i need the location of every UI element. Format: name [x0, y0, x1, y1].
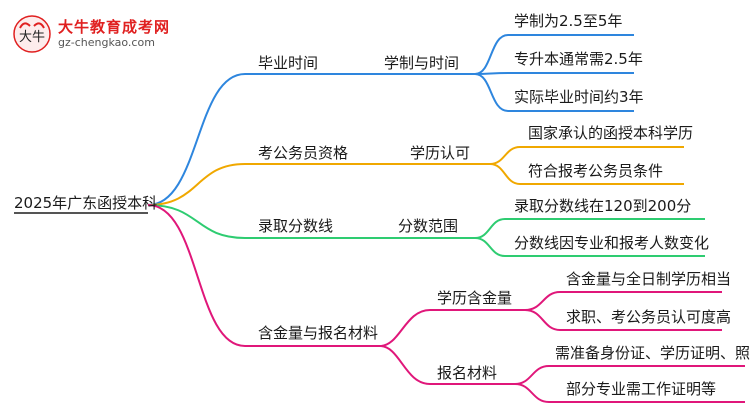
- root-node[interactable]: 2025年广东函授本科: [14, 194, 158, 212]
- leaf-connector: [514, 365, 550, 385]
- branch-connector: [147, 163, 246, 206]
- branch-connector: [147, 204, 246, 239]
- leaf-connector: [474, 218, 506, 239]
- sub-duration[interactable]: 学制与时间: [384, 54, 460, 72]
- leaf-item[interactable]: 专升本通常需2.5年: [514, 50, 643, 68]
- sub-connector: [379, 309, 431, 347]
- branch-admission-score[interactable]: 录取分数线: [258, 217, 334, 235]
- logo-title: 大牛教育成考网: [58, 18, 171, 36]
- leaf-item[interactable]: 求职、考公务员认可度高: [566, 308, 732, 326]
- sub-recognition[interactable]: 学历认可: [410, 144, 471, 162]
- leaf-item[interactable]: 含金量与全日制学历相当: [566, 270, 732, 288]
- leaf-item[interactable]: 部分专业需工作证明等: [566, 380, 717, 398]
- sub-degree-value[interactable]: 学历含金量: [437, 289, 513, 307]
- logo-mark-text: 大牛: [19, 30, 45, 45]
- sub-score-range[interactable]: 分数范围: [398, 217, 459, 235]
- site-logo[interactable]: 大牛 大牛教育成考网 gz-chengkao.com: [12, 14, 212, 54]
- leaf-connector: [514, 383, 550, 403]
- leaf-connector: [524, 291, 561, 311]
- leaf-connector: [474, 72, 509, 75]
- leaf-item[interactable]: 符合报考公务员条件: [528, 162, 664, 180]
- branch-connector: [147, 204, 246, 347]
- branch-civil-service[interactable]: 考公务员资格: [258, 144, 349, 162]
- leaf-connector: [489, 163, 521, 185]
- branch-value-materials[interactable]: 含金量与报名材料: [258, 324, 379, 342]
- leaf-item[interactable]: 学制为2.5至5年: [514, 12, 623, 30]
- leaf-connector: [474, 73, 509, 112]
- branch-graduation-time[interactable]: 毕业时间: [258, 54, 319, 72]
- bull-logo-icon: 大牛: [13, 15, 51, 53]
- leaf-item[interactable]: 分数线因专业和报考人数变化: [514, 234, 710, 252]
- leaf-item[interactable]: 需准备身份证、学历证明、照片: [555, 344, 750, 362]
- sub-materials[interactable]: 报名材料: [437, 364, 498, 382]
- leaf-connector: [489, 146, 521, 165]
- leaf-connector: [474, 237, 506, 257]
- sub-connector: [379, 345, 431, 385]
- branch-connector: [147, 73, 246, 206]
- leaf-connector: [474, 34, 509, 75]
- leaf-item[interactable]: 实际毕业时间约3年: [514, 88, 644, 106]
- leaf-item[interactable]: 国家承认的函授本科学历: [528, 124, 694, 142]
- logo-url: gz-chengkao.com: [58, 36, 155, 49]
- leaf-item[interactable]: 录取分数线在120到200分: [514, 197, 692, 215]
- leaf-connector: [524, 309, 561, 331]
